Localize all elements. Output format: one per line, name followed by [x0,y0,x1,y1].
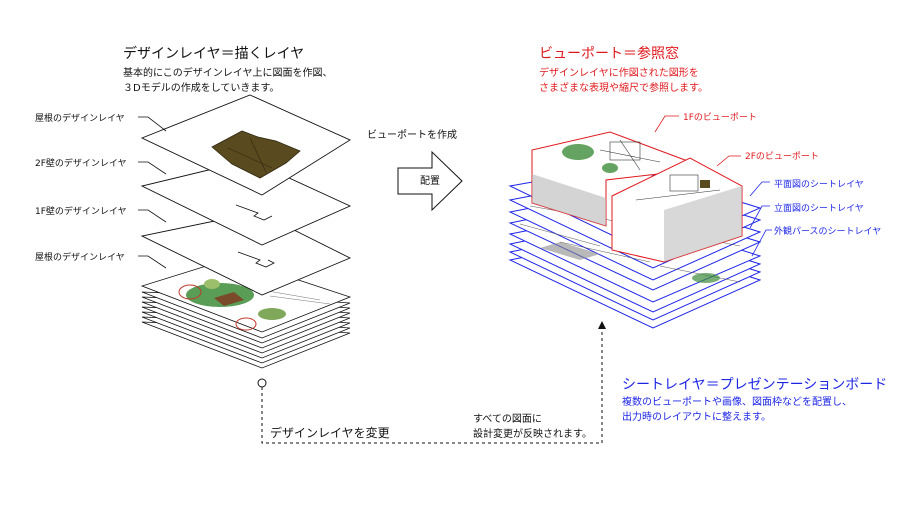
sheet-board-desc-line1: 複数のビューポートや画像、図面枠などを配置し、 [622,397,852,408]
sheet-board-desc-line2: 出力時のレイアウトに整えます。 [622,412,771,423]
sheet-layer-stack [508,115,772,329]
arrow-label: 配置 [420,176,440,187]
perspective-image [540,242,600,260]
sheet-layer-plan-label: 平面図のシートレイヤ [774,180,864,190]
viewport-leaders [654,115,741,167]
feedback-note-line1: すべての図面に [473,414,542,425]
design-layer-leaders [138,116,167,269]
wall-2f-plan [235,204,273,221]
wall-1f-layer [140,211,352,296]
label-1f-wall-design-layer: 1F壁のデザインレイヤ [35,207,127,217]
site-plan-graphic [178,279,331,331]
label-roof-design-layer-bottom: 屋根のデザインレイヤ [35,253,125,263]
design-layer-title: デザインレイヤ＝描くレイヤ [123,46,305,62]
change-design-layer-label: デザインレイヤを変更 [270,426,390,440]
viewport-1f-plan [562,139,661,173]
sheet-layer-leaders [749,181,772,257]
roof-graphic [211,130,301,179]
viewport-2f-plan [635,174,721,201]
place-arrow [397,150,463,212]
wall-2f-layer [140,159,352,246]
viewport-desc-line2: さまざまな表現や縮尺で参照します。 [539,83,708,94]
change-origin-point [257,378,267,388]
viewport-2f-label: 2Fのビューポート [745,152,819,162]
viewport-title: ビューポート＝参照窓 [539,46,679,62]
feedback-path [261,321,606,444]
design-layer-desc-line2: ３Dモデルの作成をしていきます。 [123,83,280,94]
feedback-note-line2: 設計変更が反映されます。 [473,429,592,440]
arrow-caption: ビューポートを作成 [367,130,457,141]
sheet-layer-elevation-label: 立面図のシートレイヤ [774,204,864,214]
viewport-desc-line1: デザインレイヤに作図された図形を [539,68,699,79]
wall-1f-plan [237,251,275,268]
design-layer-stack [138,94,606,444]
design-layer-desc-line1: 基本的にこのデザインレイヤ上に図面を作図、 [123,68,333,79]
sheet-board-title: シートレイヤ＝プレゼンテーションボード [622,377,888,393]
sheet-layer-perspective-label: 外観パースのシートレイヤ [774,227,882,237]
label-roof-design-layer-top: 屋根のデザインレイヤ [35,114,125,124]
viewport-1f-label: 1Fのビューポート [683,113,757,123]
label-2f-wall-design-layer: 2F壁のデザインレイヤ [35,159,127,169]
